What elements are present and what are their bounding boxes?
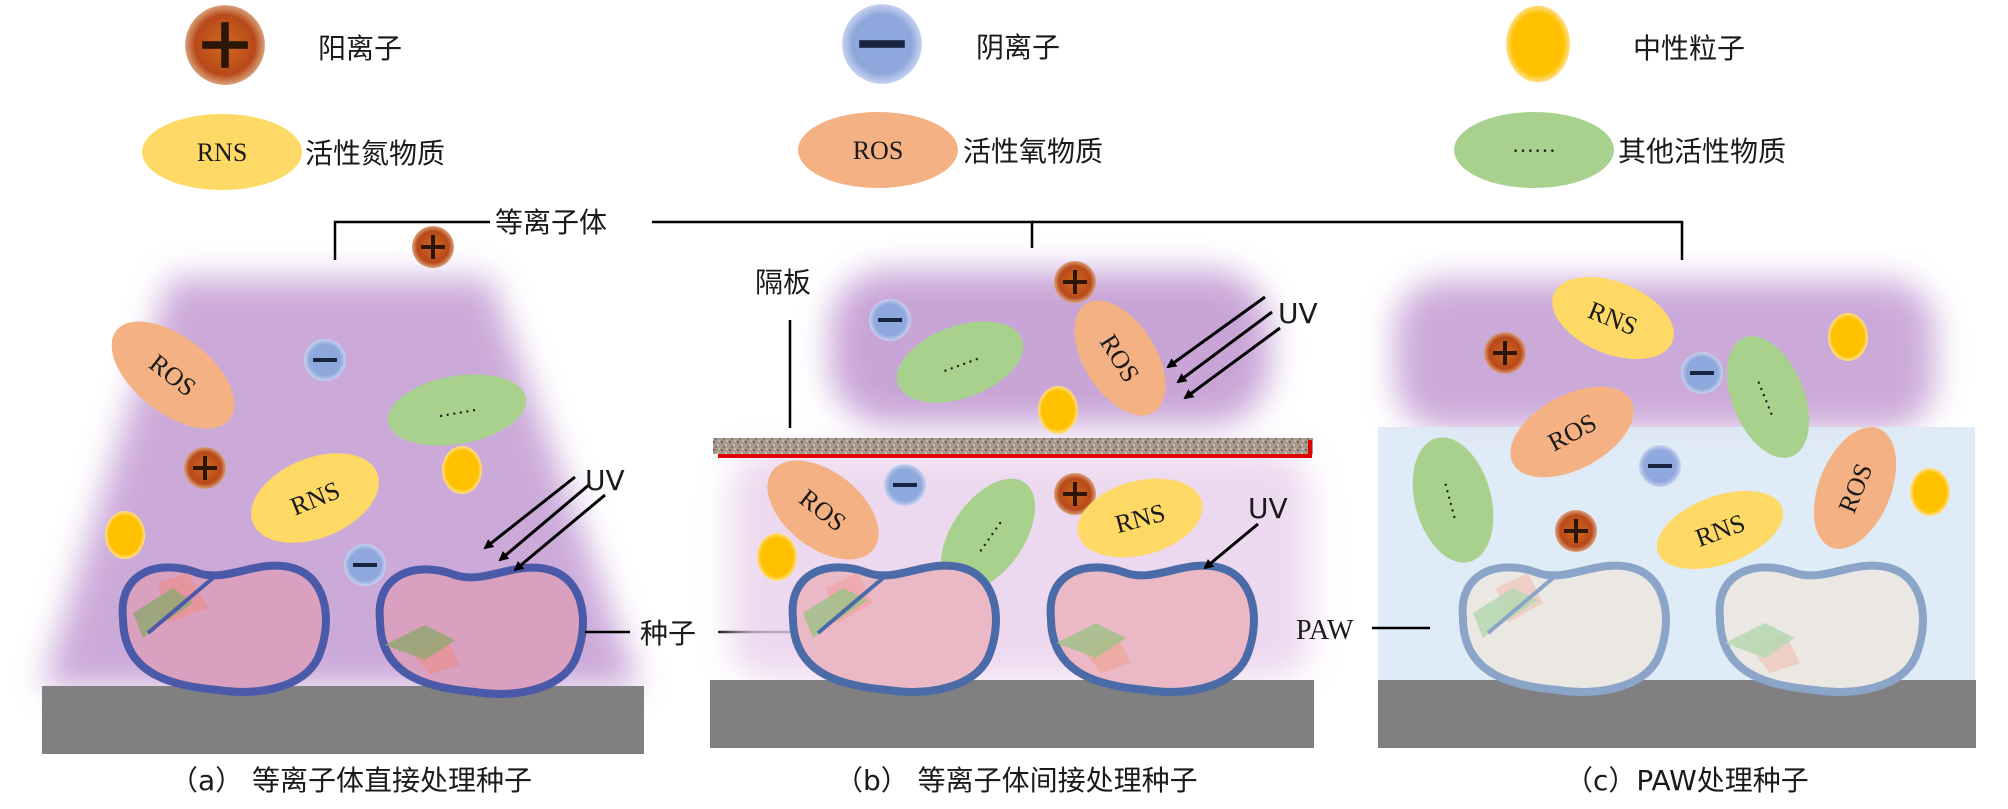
partition [713, 438, 1313, 454]
seed [1463, 566, 1666, 692]
caption-b: （b） 等离子体间接处理种子 [835, 764, 1198, 797]
ground-c [1378, 680, 1976, 748]
rns-icon [142, 114, 302, 190]
other-species-particle: …… [387, 374, 527, 446]
ground-b [710, 680, 1314, 748]
legend-rns-label: 活性氮物质 [305, 137, 445, 170]
seed [1720, 566, 1923, 692]
panel-a-direct: ROS …… RNS [42, 226, 644, 754]
uv-arrows-a [483, 475, 606, 572]
legend-neutral: 中性粒子 [1506, 5, 1745, 83]
panel-b-indirect: …… ROS ROS …… RNS [710, 261, 1318, 748]
other-species-icon [1454, 112, 1614, 188]
legend-ros-label: 活性氧物质 [963, 135, 1103, 168]
neutral-particle [1038, 386, 1078, 434]
neutral-particle [105, 511, 145, 559]
seed-label: 种子 [640, 617, 696, 650]
cation-particle [412, 226, 454, 268]
neutral-particle [1828, 313, 1868, 361]
legend-rns-symbol: RNS [197, 138, 248, 167]
neutral-particle [442, 446, 482, 494]
rns-particle: RNS [251, 453, 379, 543]
legend-other-symbol: …… [1512, 132, 1556, 157]
uv-label: UV [1248, 492, 1288, 525]
other-species-particle: …… [1412, 437, 1494, 563]
seed [793, 566, 996, 692]
other-species-particle: …… [940, 478, 1036, 592]
cation-particle [1555, 510, 1597, 552]
partition-edge [718, 454, 1310, 458]
cation-particle [1054, 261, 1096, 303]
seed [123, 566, 326, 692]
anion-icon [842, 4, 922, 84]
legend-other: …… 其他活性物质 [1454, 112, 1786, 188]
neutral-particle-icon [1506, 5, 1570, 83]
ros-particle: ROS [1813, 427, 1897, 549]
uv-arrow-b-lower [1203, 522, 1259, 570]
uv-arrows-b-upper [1166, 295, 1281, 400]
legend-neutral-label: 中性粒子 [1633, 32, 1745, 65]
legend-ros: ROS 活性氧物质 [798, 112, 1103, 188]
anion-particle [344, 544, 386, 586]
partition-label: 隔板 [755, 266, 811, 299]
caption-a: （a） 等离子体直接处理种子 [170, 764, 532, 797]
seed [380, 568, 583, 694]
plasma-label: 等离子体 [495, 206, 607, 239]
ros-particle: ROS [767, 460, 879, 560]
ground-a [42, 686, 644, 754]
other-species-particle: …… [896, 321, 1024, 403]
plasma-bracket [333, 220, 1684, 260]
anion-particle [869, 299, 911, 341]
ros-particle: ROS [1510, 386, 1634, 478]
caption-c: （c）PAW处理种子 [1565, 764, 1809, 797]
legend-other-label: 其他活性物质 [1618, 135, 1786, 168]
ros-particle: ROS [1074, 300, 1166, 416]
legend-anion-label: 阴离子 [976, 31, 1060, 64]
anion-particle [1681, 352, 1723, 394]
paw-label: PAW [1296, 615, 1354, 646]
cation-particle [184, 447, 226, 489]
uv-label: UV [1278, 297, 1318, 330]
other-species-particle: …… [1726, 336, 1810, 458]
legend-anion: 阴离子 [842, 4, 1060, 84]
neutral-particle [757, 533, 797, 581]
legend-cation: 阳离子 [185, 5, 402, 85]
legend-cation-label: 阳离子 [318, 32, 402, 65]
panel-c-paw: RNS …… ROS …… ROS RNS [1372, 276, 1976, 748]
ros-particle: ROS [111, 321, 235, 429]
legend-rns: RNS 活性氮物质 [142, 114, 445, 190]
ros-icon [798, 112, 958, 188]
anion-particle [884, 464, 926, 506]
rns-particle: RNS [1077, 478, 1203, 558]
seed [1051, 566, 1254, 692]
cation-icon [185, 5, 265, 85]
anion-particle [304, 339, 346, 381]
rns-particle: RNS [1552, 276, 1674, 360]
rns-particle: RNS [1656, 490, 1784, 570]
legend: 阳离子 阴离子 中性粒子 RNS 活性氮物质 ROS 活性氧物质 …… 其他活性… [142, 4, 1786, 190]
cation-particle [1484, 332, 1526, 374]
neutral-particle [1910, 468, 1950, 516]
legend-ros-symbol: ROS [853, 136, 904, 165]
anion-particle [1639, 445, 1681, 487]
uv-label: UV [585, 464, 625, 497]
